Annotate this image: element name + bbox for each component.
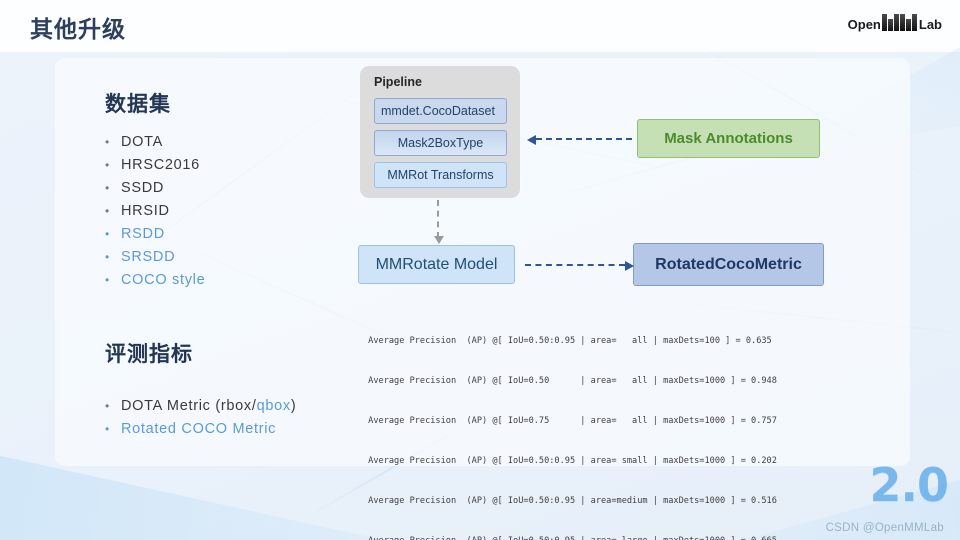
list-item: • HRSC2016 [105,154,355,177]
list-item-label: SSDD [121,180,165,196]
metrics-list: • DOTA Metric (rbox/qbox) • Rotated COCO… [105,395,405,441]
metrics-heading: 评测指标 [105,343,193,366]
list-item-label: Rotated COCO Metric [121,421,277,437]
watermark-text: CSDN @OpenMMLab [825,522,944,534]
datasets-section: 数据集 • DOTA • HRSC2016 • SSDD • HRSID • RSDD •… [105,88,355,292]
bullet-icon: • [105,250,110,264]
arrow-pipeline-to-model [433,200,444,244]
logo-suffix-text: Lab [918,17,942,32]
metric-output-line: Average Precision (AP) @[ IoU=0.50:0.95 … [363,495,777,506]
list-item-label: DOTA [121,134,164,150]
metric-output-line: Average Precision (AP) @[ IoU=0.50:0.95 … [363,455,777,466]
datasets-heading: 数据集 [105,93,171,116]
metric-output-line: Average Precision (AP) @[ IoU=0.75 | are… [363,415,777,426]
bullet-icon: • [105,158,110,172]
bullet-icon: • [105,399,110,413]
list-item-label: HRSC2016 [121,157,200,173]
bullet-icon: • [105,135,110,149]
bullet-icon: • [105,181,110,195]
arrow-mask-to-pipeline [527,135,632,145]
list-item-label: SRSDD [121,249,176,265]
list-item-label: COCO style [121,272,206,288]
list-item: • COCO style [105,269,355,292]
pipeline-node-coco-dataset: mmdet.CocoDataset [374,98,507,124]
arrow-model-to-metric [525,261,634,271]
pipeline-title: Pipeline [374,75,422,89]
bullet-icon: • [105,273,110,287]
list-item: • RSDD [105,223,355,246]
node-mmrotate-model: MMRotate Model [358,245,515,284]
logo-mm-mark-icon [881,14,918,31]
node-mask-annotations: Mask Annotations [637,119,820,158]
list-item-label-highlight: qbox [256,398,291,414]
list-item-label: RSDD [121,226,165,242]
page-title: 其他升级 [30,16,126,42]
metric-output-line: Average Precision (AP) @[ IoU=0.50:0.95 … [363,535,813,540]
list-item: • Rotated COCO Metric [105,418,405,441]
arrow-head-right-icon [625,261,634,271]
list-item: • HRSID [105,200,355,223]
version-badge: 2.0 [869,458,949,512]
metric-output-block: Average Precision (AP) @[ IoU=0.50:0.95 … [363,308,813,540]
arrow-head-down-icon [433,236,444,244]
metric-output-line: Average Precision (AP) @[ IoU=0.50:0.95 … [363,335,772,346]
list-item: • DOTA [105,131,355,154]
openmmlab-logo: Open Lab [848,14,942,31]
pipeline-node-mask2boxtype: Mask2BoxType [374,130,507,156]
list-item: • SSDD [105,177,355,200]
bullet-icon: • [105,227,110,241]
node-rotated-coco-metric: RotatedCocoMetric [633,243,824,286]
arrow-head-left-icon [527,135,536,145]
pipeline-group-box: Pipeline mmdet.CocoDataset Mask2BoxType … [360,66,520,198]
bullet-icon: • [105,204,110,218]
metric-output-line: Average Precision (AP) @[ IoU=0.50 | are… [363,375,777,386]
list-item-label: HRSID [121,203,170,219]
list-item: • DOTA Metric (rbox/qbox) [105,395,405,418]
list-item-label: DOTA Metric (rbox/qbox) [121,398,297,414]
logo-prefix-text: Open [847,17,881,32]
bullet-icon: • [105,422,110,436]
header-band [0,0,960,52]
datasets-list: • DOTA • HRSC2016 • SSDD • HRSID • RSDD • SRSD… [105,131,355,292]
pipeline-node-mmrot-transforms: MMRot Transforms [374,162,507,188]
list-item: • SRSDD [105,246,355,269]
